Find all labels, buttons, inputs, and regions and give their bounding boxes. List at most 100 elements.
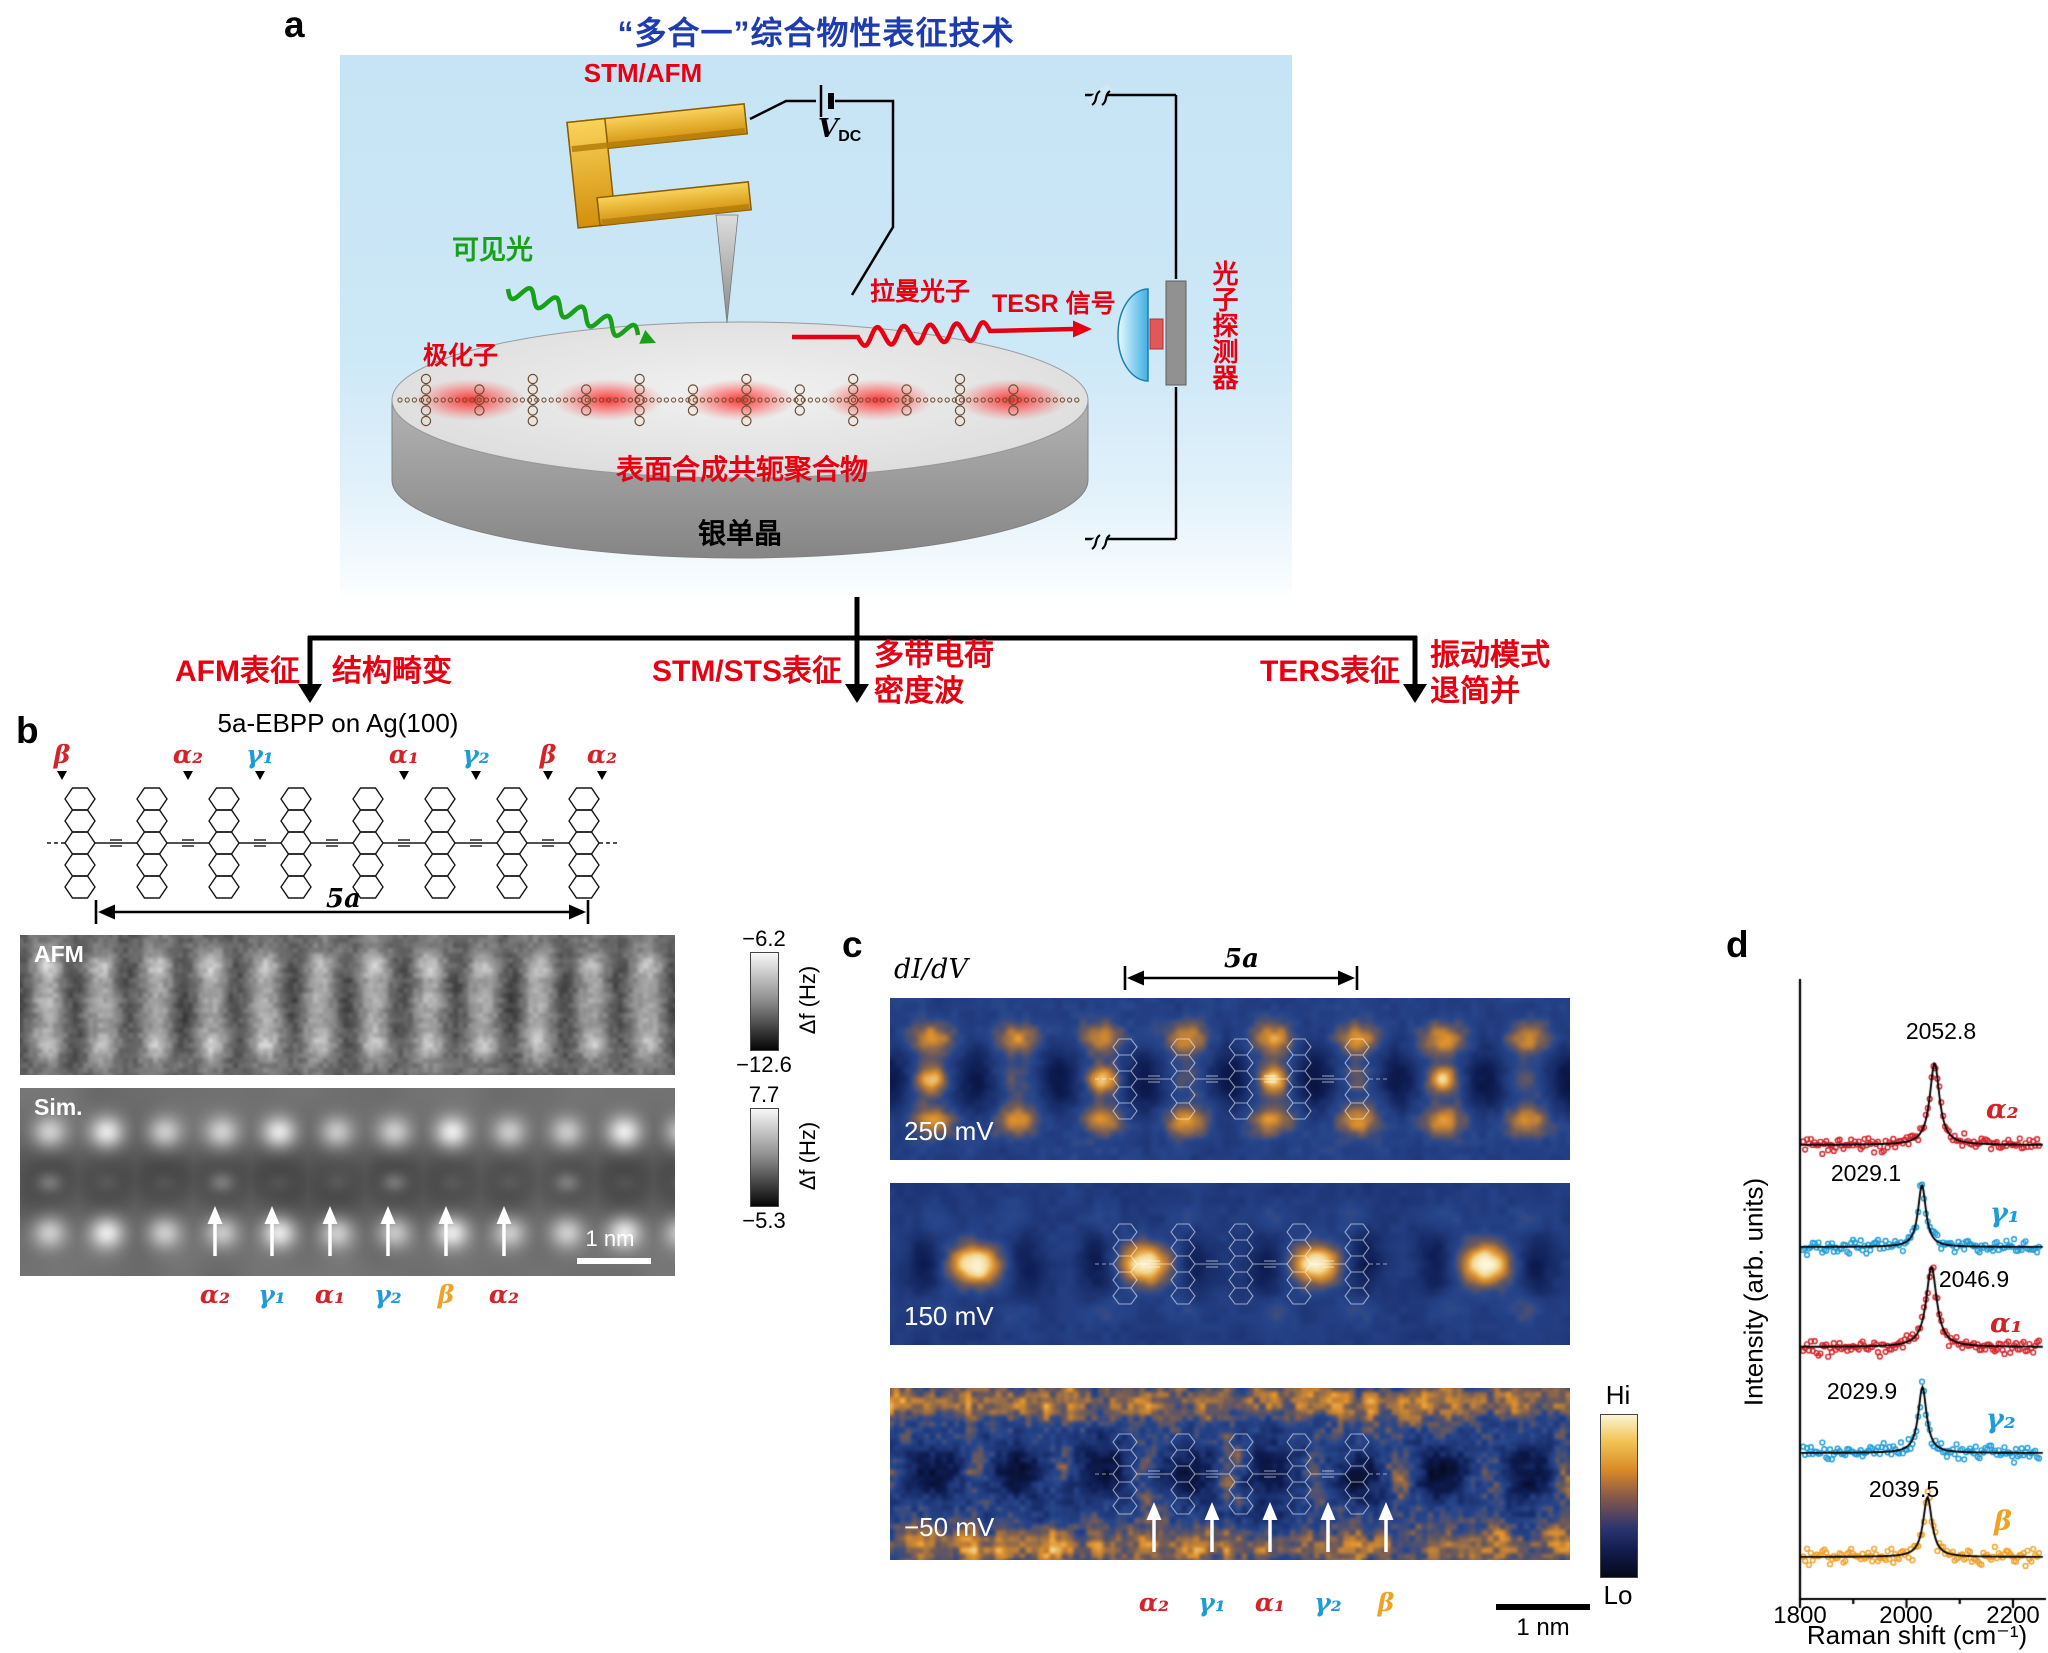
structure-bond-label: α₁: [379, 740, 429, 780]
series-label: γ₁: [1990, 1198, 2020, 1229]
vdc-label: VDC: [818, 114, 861, 146]
panel-b-scalebar-label: 1 nm: [585, 1226, 635, 1251]
panel-a-label: a: [284, 4, 305, 45]
molecule-overlay: [1095, 1223, 1387, 1305]
stm-map-neg50mv: [890, 1388, 1570, 1560]
peak-value-label: 2029.1: [1830, 1160, 1902, 1186]
simulation-image: [20, 1088, 675, 1276]
down-arrow-icon: [399, 771, 409, 780]
site-label: γ₂: [1314, 1588, 1342, 1617]
vdc-base: V: [818, 114, 839, 144]
afm-scale-unit: Δf (Hz): [795, 965, 820, 1035]
panel-b-title: 5a-EBPP on Ag(100): [217, 708, 459, 738]
branch-ters-method: TERS表征: [1259, 655, 1400, 688]
branch-afm-method: AFM表征: [175, 655, 300, 688]
bias-circuit-wires: [749, 83, 1178, 551]
branch-ters-result-line1: 振动模式: [1430, 639, 1550, 672]
voltage-label: −50 mV: [904, 1512, 995, 1542]
bond-label-text: γ₂: [462, 740, 490, 769]
bond-label-text: β: [539, 740, 557, 769]
chemical-structure: [47, 787, 617, 899]
down-arrow-icon: [471, 771, 481, 780]
x-axis-label: Raman shift (cm⁻¹): [1806, 1620, 2028, 1650]
schematic-svg: [391, 83, 1187, 559]
photon-detector-icon: [1117, 280, 1187, 386]
structure-bond-label: α₂: [163, 740, 213, 780]
down-arrow-icon: [597, 771, 607, 780]
site-label: α₂: [1138, 1588, 1170, 1617]
site-label: α₁: [314, 1280, 346, 1309]
peak-value-label: 2039.5: [1868, 1476, 1940, 1502]
site-label: β: [437, 1280, 455, 1309]
site-label: γ₁: [1198, 1588, 1226, 1617]
stm-map-250mv: [890, 998, 1570, 1160]
molecule-overlay: [1095, 1433, 1387, 1515]
branch-stm-method: STM/STS表征: [651, 655, 842, 688]
site-label: γ₂: [374, 1280, 402, 1309]
polymer-chain-and-beams: [397, 285, 1092, 427]
raman-photon-label: 拉曼光子: [870, 278, 971, 306]
panel-b-label: b: [16, 710, 39, 751]
down-arrow-icon: [255, 771, 265, 780]
series-label: α₁: [1990, 1308, 2023, 1339]
voltage-label: 250 mV: [904, 1116, 994, 1146]
peak-value-label: 2052.8: [1905, 1018, 1977, 1044]
x-tick-label: 2000: [1879, 1602, 1933, 1629]
photon-detector-label: 光子探测器: [1209, 260, 1239, 390]
afm-colorbar: [750, 952, 779, 1051]
colorbar-hi-label: Hi: [1605, 1380, 1631, 1410]
branch-ters-result: 振动模式 退简并: [1430, 638, 1550, 710]
series-label: α₂: [1986, 1094, 2019, 1125]
site-label: β: [1377, 1588, 1395, 1617]
down-arrow-icon: [183, 771, 193, 780]
panel-c-label: c: [842, 924, 863, 965]
stm-tip-icon: [715, 214, 739, 324]
sim-scale-unit: Δf (Hz): [795, 1121, 820, 1191]
tuning-fork-sensor-icon: [566, 103, 752, 229]
tesr-signal-label: TESR 信号: [992, 290, 1116, 318]
bond-label-text: α₂: [586, 740, 618, 769]
site-label: α₂: [199, 1280, 231, 1309]
stm-afm-label: STM/AFM: [583, 58, 703, 88]
x-tick-label: 2200: [1986, 1602, 2040, 1629]
bond-label-text: α₁: [388, 740, 420, 769]
structure-bond-label: β: [523, 740, 573, 780]
sim-image-label: Sim.: [34, 1094, 83, 1120]
down-arrow-icon: [57, 771, 67, 780]
stm-map-150mv: [890, 1183, 1570, 1345]
afm-scale-min: −12.6: [736, 1052, 792, 1077]
down-arrow-icon: [543, 771, 553, 780]
sim-scale-min: −5.3: [742, 1208, 786, 1233]
bond-label-text: α₂: [172, 740, 204, 769]
bond-label-text: γ₁: [246, 740, 274, 769]
branch-afm-result: 结构畸变: [332, 655, 452, 688]
structure-bond-label: β: [37, 740, 87, 780]
unit-cell-span-label: 5a: [326, 884, 361, 914]
site-label: α₂: [488, 1280, 520, 1309]
polaron-label: 极化子: [423, 342, 499, 370]
series-label: γ₂: [1986, 1404, 2016, 1435]
series-label: β: [1994, 1506, 2012, 1537]
polymer-label: 表面合成共轭聚合物: [615, 454, 868, 485]
structure-bond-label: γ₂: [451, 740, 501, 780]
panel-c-span-label: 5a: [1224, 944, 1259, 974]
panel-d-label: d: [1726, 924, 1749, 965]
peak-value-label: 2029.9: [1826, 1378, 1898, 1404]
bond-label-text: β: [53, 740, 71, 769]
sim-scale-max: 7.7: [748, 1082, 780, 1107]
branch-stm-result: 多带电荷 密度波: [874, 638, 994, 710]
site-label: γ₁: [258, 1280, 286, 1309]
branch-stm-result-line1: 多带电荷: [874, 639, 994, 672]
colorbar-lo-label: Lo: [1603, 1580, 1633, 1610]
panel-c-scalebar-label: 1 nm: [1516, 1614, 1570, 1641]
sim-colorbar: [750, 1108, 779, 1207]
figure-title: “多合一”综合物性表征技术: [617, 15, 1015, 51]
site-label: α₁: [1254, 1588, 1286, 1617]
branch-stm-result-line2: 密度波: [874, 675, 964, 708]
y-axis-label: Intensity (arb. units): [1738, 1177, 1769, 1407]
afm-scale-max: −6.2: [742, 926, 786, 951]
voltage-label: 150 mV: [904, 1301, 994, 1331]
structure-bond-label: γ₁: [235, 740, 285, 780]
vdc-subscript: DC: [838, 128, 862, 145]
structure-bond-label: α₂: [577, 740, 627, 780]
